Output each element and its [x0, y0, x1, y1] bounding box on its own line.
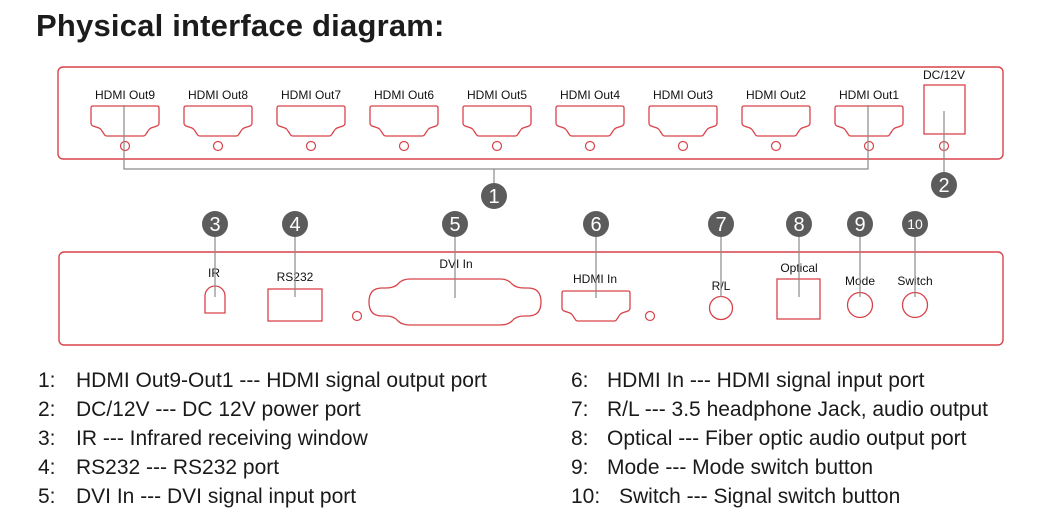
- badge-10: 10: [902, 211, 928, 237]
- hdmi-output-port: HDMI Out1: [834, 88, 904, 152]
- hdmi-output-port: HDMI Out8: [183, 88, 253, 152]
- svg-text:7: 7: [715, 214, 726, 236]
- legend-right: 6:HDMI In --- HDMI signal input port 7:R…: [571, 366, 988, 511]
- hdmi-output-label: HDMI Out2: [746, 88, 806, 102]
- hdmi-output-port: HDMI Out2: [741, 88, 811, 152]
- hdmi-output-port: HDMI Out5: [462, 88, 532, 152]
- hdmi-output-led: [305, 140, 317, 152]
- hdmi-output-port: HDMI Out7: [276, 88, 346, 152]
- dvi-in-port: DVI In: [368, 257, 542, 326]
- badge-3: 3: [202, 211, 228, 237]
- hdmi-output-led: [584, 140, 596, 152]
- svg-text:6: 6: [590, 214, 601, 236]
- legend-item-5: 5:DVI In --- DVI signal input port: [38, 485, 357, 508]
- badge-7: 7: [708, 211, 734, 237]
- svg-text:8: 8: [793, 214, 804, 236]
- hdmi-output-connector: [648, 105, 718, 137]
- ir-window: IR: [204, 266, 226, 314]
- dvi-connector: [368, 278, 542, 326]
- hdmi-output-label: HDMI Out3: [653, 88, 713, 102]
- hdmi-output-connector: [462, 105, 532, 137]
- dc-power-port: DC/12V: [923, 68, 966, 152]
- hdmi-output-led: [212, 140, 224, 152]
- legend-item-6: 6:HDMI In --- HDMI signal input port: [571, 369, 925, 392]
- hdmi-output-led: [119, 140, 131, 152]
- legend-item-10: 10:Switch --- Signal switch button: [571, 485, 901, 508]
- hdmi-output-led: [677, 140, 689, 152]
- legend-item-3: 3:IR --- Infrared receiving window: [38, 427, 368, 450]
- hdmi-output-port: HDMI Out6: [369, 88, 439, 152]
- hdmi-output-led: [863, 140, 875, 152]
- hdmi-output-label: HDMI Out7: [281, 88, 341, 102]
- dvi-screw-left: [351, 310, 363, 322]
- leader-line-1: [123, 105, 869, 170]
- hdmi-output-led: [491, 140, 503, 152]
- hdmi-output-port: HDMI Out3: [648, 88, 718, 152]
- legend-item-9: 9:Mode --- Mode switch button: [571, 456, 874, 479]
- legend-item-7: 7:R/L --- 3.5 headphone Jack, audio outp…: [571, 398, 988, 421]
- badge-4: 4: [282, 211, 308, 237]
- dc-power-label: DC/12V: [923, 68, 965, 82]
- hdmi-in-screw-right: [644, 310, 656, 322]
- rear-panel: [58, 251, 1004, 346]
- hdmi-output-label: HDMI Out8: [188, 88, 248, 102]
- hdmi-output-label: HDMI Out6: [374, 88, 434, 102]
- legend-item-1: 1:HDMI Out9-Out1 --- HDMI signal output …: [38, 369, 487, 392]
- hdmi-output-connector: [369, 105, 439, 137]
- badge-1: 1: [481, 183, 507, 209]
- hdmi-output-label: HDMI Out5: [467, 88, 527, 102]
- hdmi-in-label: HDMI In: [573, 272, 617, 286]
- legend-left: 1:HDMI Out9-Out1 --- HDMI signal output …: [38, 366, 487, 511]
- svg-text:5: 5: [449, 214, 460, 236]
- svg-text:2: 2: [938, 175, 949, 197]
- svg-text:10: 10: [907, 216, 923, 232]
- hdmi-output-connector: [276, 105, 346, 137]
- hdmi-output-led: [770, 140, 782, 152]
- hdmi-output-port: HDMI Out9: [90, 88, 160, 152]
- rl-jack: [708, 295, 734, 321]
- hdmi-output-led: [398, 140, 410, 152]
- svg-text:1: 1: [488, 186, 499, 208]
- svg-text:4: 4: [289, 214, 300, 236]
- ir-label: IR: [208, 266, 220, 280]
- badge-2: 2: [931, 172, 957, 198]
- svg-text:9: 9: [854, 214, 865, 236]
- hdmi-output-connector: [183, 105, 253, 137]
- badge-6: 6: [583, 211, 609, 237]
- dvi-in-label: DVI In: [439, 257, 472, 271]
- front-panel: [57, 66, 1004, 160]
- hdmi-output-port: HDMI Out4: [555, 88, 625, 152]
- page-title: Physical interface diagram:: [36, 8, 445, 43]
- hdmi-output-connector: [741, 105, 811, 137]
- svg-text:3: 3: [209, 214, 220, 236]
- legend-item-8: 8:Optical --- Fiber optic audio output p…: [571, 427, 967, 450]
- badge-8: 8: [786, 211, 812, 237]
- badge-9: 9: [847, 211, 873, 237]
- hdmi-output-connector: [90, 105, 160, 137]
- badge-5: 5: [442, 211, 468, 237]
- hdmi-output-label: HDMI Out4: [560, 88, 620, 102]
- hdmi-output-label: HDMI Out9: [95, 88, 155, 102]
- hdmi-output-connector: [834, 105, 904, 137]
- legend-item-2: 2:DC/12V --- DC 12V power port: [38, 398, 361, 421]
- hdmi-output-connector: [555, 105, 625, 137]
- legend-item-4: 4:RS232 --- RS232 port: [38, 456, 280, 479]
- hdmi-output-label: HDMI Out1: [839, 88, 899, 102]
- ir-receiver: [204, 285, 226, 314]
- hdmi-in-port: HDMI In: [561, 272, 631, 322]
